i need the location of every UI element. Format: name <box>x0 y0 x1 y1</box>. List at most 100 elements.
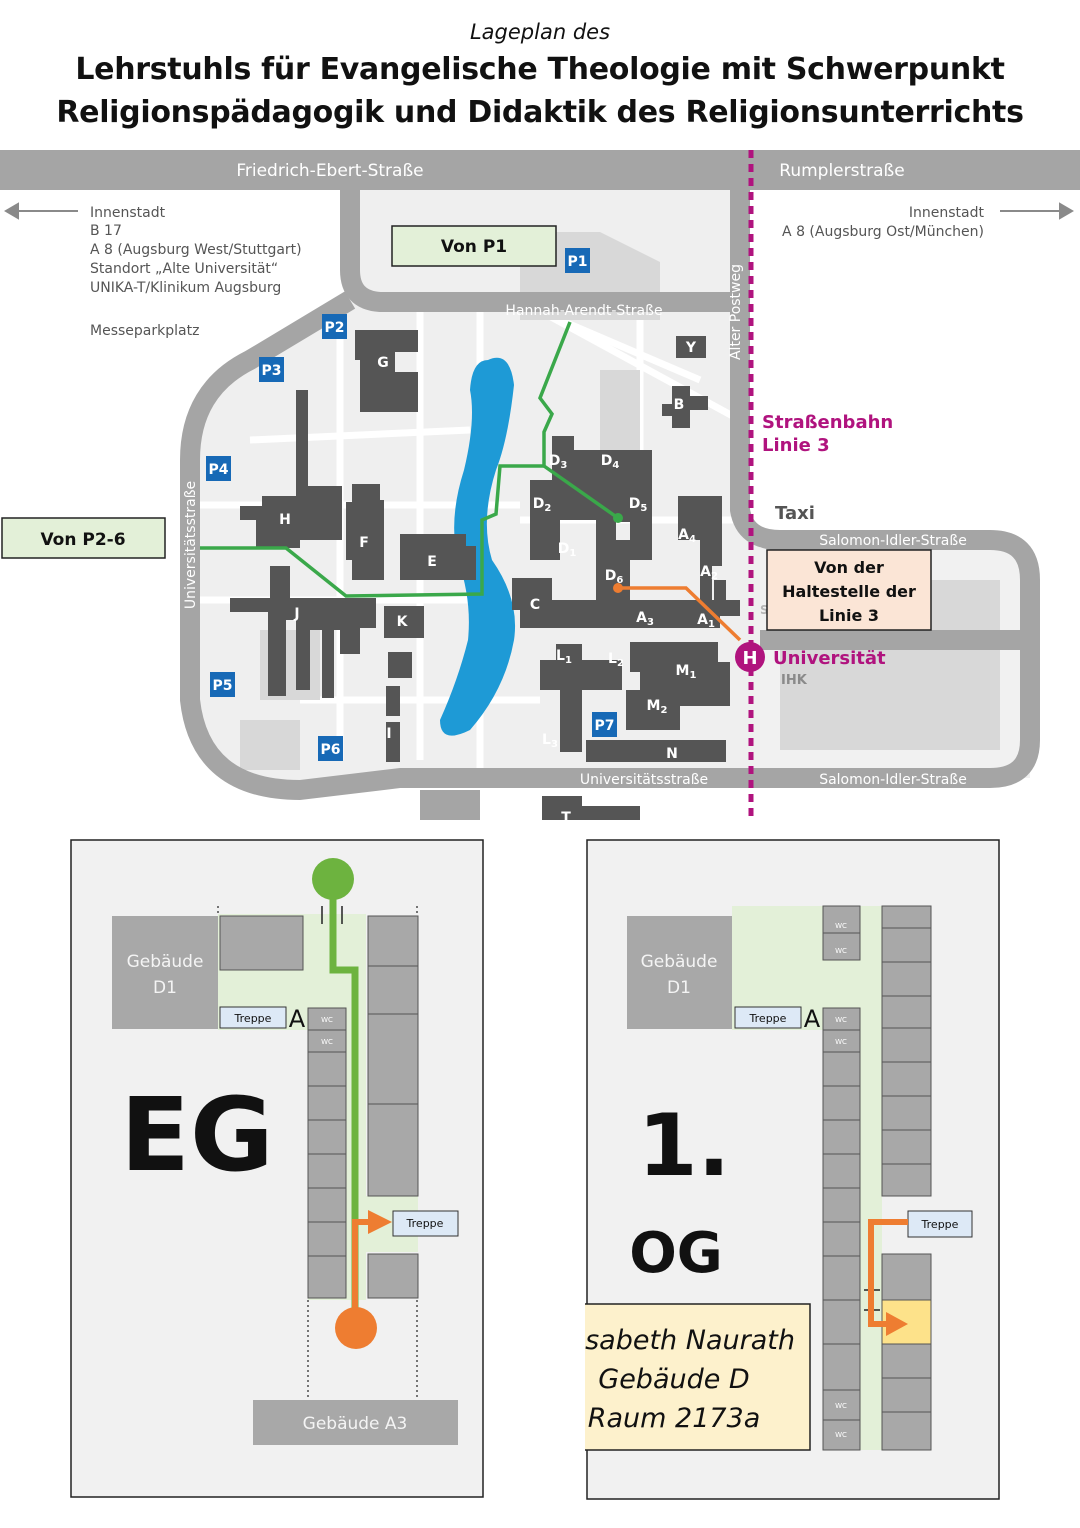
room-building: Gebäude D <box>598 1364 749 1395</box>
floor-plan-og: Gebäude D1 Treppe A WC WC WC WC WC WC <box>585 839 1000 1500</box>
top-street <box>0 150 1080 190</box>
parking-p5: P5 <box>212 678 232 694</box>
parking-p4: P4 <box>208 462 228 478</box>
building-a1: A1 <box>697 612 715 630</box>
building-d4: D4 <box>601 453 620 471</box>
building-i: I <box>386 726 391 742</box>
eg-building-a3 <box>253 1400 458 1445</box>
building-f: F <box>359 535 369 551</box>
tram-label-1: Straßenbahn <box>762 412 893 433</box>
route-orange <box>618 586 742 642</box>
og-treppe-right-label: Treppe <box>921 1218 959 1231</box>
building-a2: A2 <box>700 564 718 582</box>
og-orange-route <box>868 1219 908 1327</box>
eg-door <box>321 906 343 924</box>
floor-plan-eg: Gebäude D1 Treppe A WC WC Treppe <box>70 839 484 1498</box>
eg-green-start <box>312 858 354 900</box>
og-treppe-left-label: Treppe <box>749 1012 787 1025</box>
building-c: C <box>530 597 540 613</box>
building-d5: D5 <box>629 496 648 514</box>
route-orange-end <box>613 583 623 593</box>
eg-treppe-left <box>219 1006 287 1029</box>
building-l3: L3 <box>542 732 558 750</box>
dir-left-3: A 8 (Augsburg West/Stuttgart) <box>90 242 302 258</box>
og-right-rooms <box>881 905 932 1451</box>
dir-left-2: B 17 <box>90 223 122 239</box>
og-building-d1 <box>627 916 732 1029</box>
south-road <box>420 790 480 820</box>
building-g: G <box>377 355 389 371</box>
taxi-label: Taxi <box>775 503 815 524</box>
page-title-line-1: Lehrstuhls für Evangelische Theologie mi… <box>75 52 1005 87</box>
parking-p7: P7 <box>594 718 614 734</box>
room-number: Raum 2173a <box>588 1403 761 1434</box>
building-b: B <box>674 397 685 413</box>
og-orange-arrow <box>886 1312 908 1336</box>
building-t: T <box>561 810 571 822</box>
eg-treppe-right <box>392 1210 459 1237</box>
building-l1: L1 <box>556 648 572 666</box>
parking-p1: P1 <box>567 254 587 270</box>
von-p1-label: Von P1 <box>441 237 507 257</box>
building-d2: D2 <box>533 496 552 514</box>
street-salomon-bottom: Salomon-Idler-Straße <box>819 772 967 788</box>
eg-treppe-right-label: Treppe <box>406 1217 444 1230</box>
tram-stop-name: Universität <box>773 648 886 669</box>
og-d1-line2: D1 <box>667 978 691 998</box>
von-p26-box <box>1 517 166 559</box>
eg-green-route <box>329 880 359 1320</box>
building-m2: M2 <box>647 698 668 716</box>
eg-wc-1: WC <box>321 1016 333 1024</box>
og-wc-1: WC <box>835 1016 847 1024</box>
eg-heading: EG <box>120 1076 273 1195</box>
street-salomon-top: Salomon-Idler-Straße <box>819 533 967 549</box>
eg-a3-label: Gebäude A3 <box>303 1414 408 1434</box>
og-a-letter: A <box>804 1005 821 1033</box>
ihk-label: IHK <box>781 673 808 688</box>
og-wc-3: WC <box>835 1402 847 1410</box>
building-e: E <box>427 554 437 570</box>
eg-a-letter: A <box>289 1005 306 1033</box>
eg-left-rooms <box>307 1007 347 1299</box>
og-d1-line1: Gebäude <box>641 952 718 972</box>
building-j: J <box>293 606 299 622</box>
lake <box>440 357 516 736</box>
building-d1: D1 <box>558 541 577 559</box>
eg-orange-start <box>335 1307 377 1349</box>
og-wc-2: WC <box>835 1038 847 1046</box>
street-friedrich: Friedrich-Ebert-Straße <box>236 161 423 181</box>
building-a4: A4 <box>678 527 696 545</box>
eg-room <box>219 915 304 971</box>
building-s: S <box>760 603 769 617</box>
parking-p3: P3 <box>261 363 281 379</box>
building-d6: D6 <box>605 568 624 586</box>
og-heading-og: OG <box>629 1221 723 1286</box>
street-hannah: Hannah-Arendt-Straße <box>505 303 662 319</box>
eg-d1-line2: D1 <box>153 978 177 998</box>
building-a3: A3 <box>636 610 654 628</box>
direction-arrows <box>4 202 1074 220</box>
messeparkplatz: Messeparkplatz <box>90 323 199 339</box>
street-alter-postweg: Alter Postweg <box>728 264 744 360</box>
room-note <box>585 1303 811 1451</box>
building-d3: D3 <box>549 453 568 471</box>
street-rumpler: Rumplerstraße <box>779 161 904 181</box>
parking-p2: P2 <box>324 320 344 336</box>
von-p1-box <box>391 225 557 267</box>
tram-stop-symbol: H <box>742 648 757 669</box>
dir-right-1: Innenstadt <box>909 205 985 221</box>
og-heading-num: 1. <box>638 1096 731 1196</box>
eg-right-rooms <box>367 915 419 1299</box>
subtitle: Lageplan des <box>469 20 611 44</box>
von-tram-line-1: Von der <box>814 558 884 577</box>
von-p26-label: Von P2-6 <box>40 530 125 550</box>
tram-label-2: Linie 3 <box>762 435 830 456</box>
route-green-end <box>613 513 623 523</box>
eg-treppe-left-label: Treppe <box>234 1012 272 1025</box>
eg-orange-route <box>352 1219 372 1320</box>
og-left-rooms <box>822 1007 861 1451</box>
route-green <box>200 321 620 598</box>
parking-p6: P6 <box>320 742 340 758</box>
eg-d1-line1: Gebäude <box>127 952 204 972</box>
building-y: Y <box>685 340 697 356</box>
